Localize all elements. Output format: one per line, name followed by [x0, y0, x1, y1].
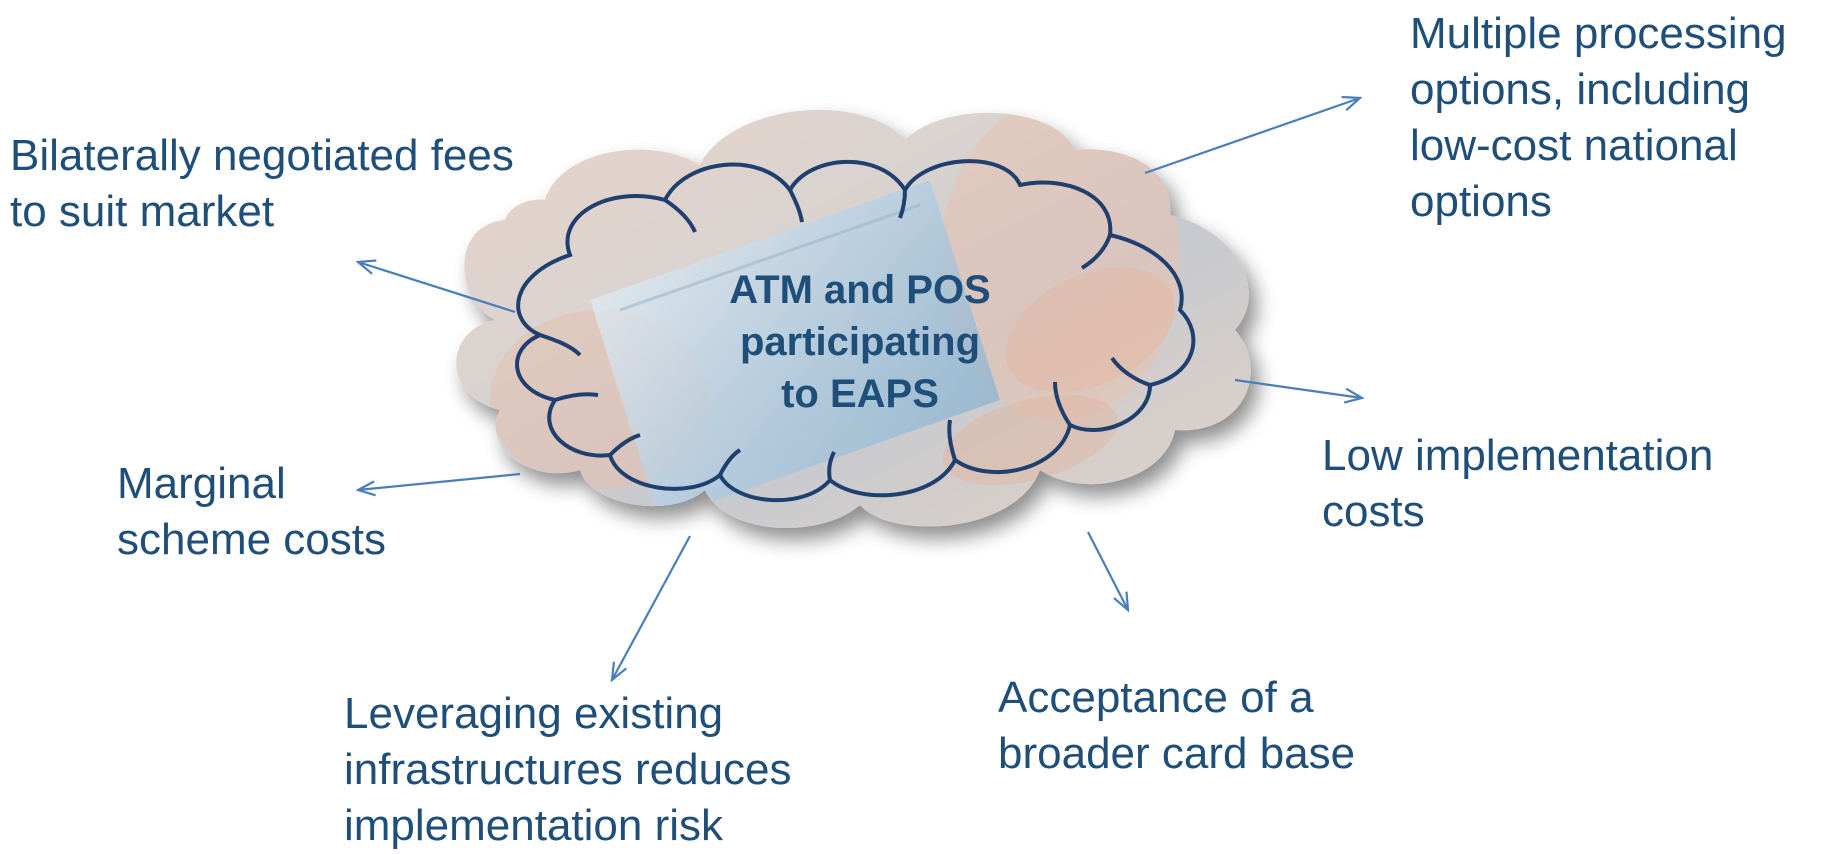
center-title-line-3: to EAPS [781, 372, 939, 416]
card-hand-photo [490, 109, 1180, 520]
benefit-line: Multiple processing [1410, 9, 1787, 58]
benefit-line: Leveraging existing [344, 689, 724, 738]
benefit-card-acceptance: Acceptance of a broader card base [998, 670, 1355, 782]
benefit-line: infrastructures reduces [344, 745, 792, 794]
benefit-line: costs [1322, 487, 1425, 536]
cloud-image [456, 109, 1251, 528]
benefit-line: options [1410, 177, 1552, 226]
benefit-processing-options: Multiple processing options, including l… [1410, 6, 1787, 230]
benefit-line: broader card base [998, 729, 1356, 778]
benefit-line: to suit market [10, 187, 275, 236]
benefit-line: Acceptance of a [998, 673, 1314, 722]
benefit-line: Marginal [117, 459, 286, 508]
benefit-existing-infrastructures: Leveraging existing infrastructures redu… [344, 686, 792, 854]
benefit-line: low-cost national [1410, 121, 1738, 170]
benefit-line: scheme costs [117, 515, 386, 564]
benefit-line: Low implementation [1322, 431, 1714, 480]
benefit-negotiated-fees: Bilaterally negotiated fees to suit mark… [10, 128, 514, 240]
cloud-inner-curves [539, 189, 1151, 481]
arrow-fees [358, 262, 516, 314]
benefit-line: options, including [1410, 65, 1751, 114]
benefit-implementation-costs: Low implementation costs [1322, 428, 1713, 540]
benefit-line: implementation risk [344, 801, 724, 850]
center-title-line-1: ATM and POS [729, 268, 991, 312]
center-title-line-2: participating [739, 320, 981, 364]
center-title: ATM and POS participating to EAPS [650, 264, 1070, 420]
arrow-implementation-costs [1234, 378, 1362, 398]
benefit-scheme-costs: Marginal scheme costs [117, 456, 386, 568]
benefit-line: Bilaterally negotiated fees [10, 131, 514, 180]
arrow-acceptance [1087, 531, 1128, 610]
arrow-infrastructure [612, 535, 691, 680]
cloud-outline [515, 159, 1196, 502]
arrow-processing [1144, 98, 1360, 175]
arrow-scheme-costs [358, 472, 521, 490]
